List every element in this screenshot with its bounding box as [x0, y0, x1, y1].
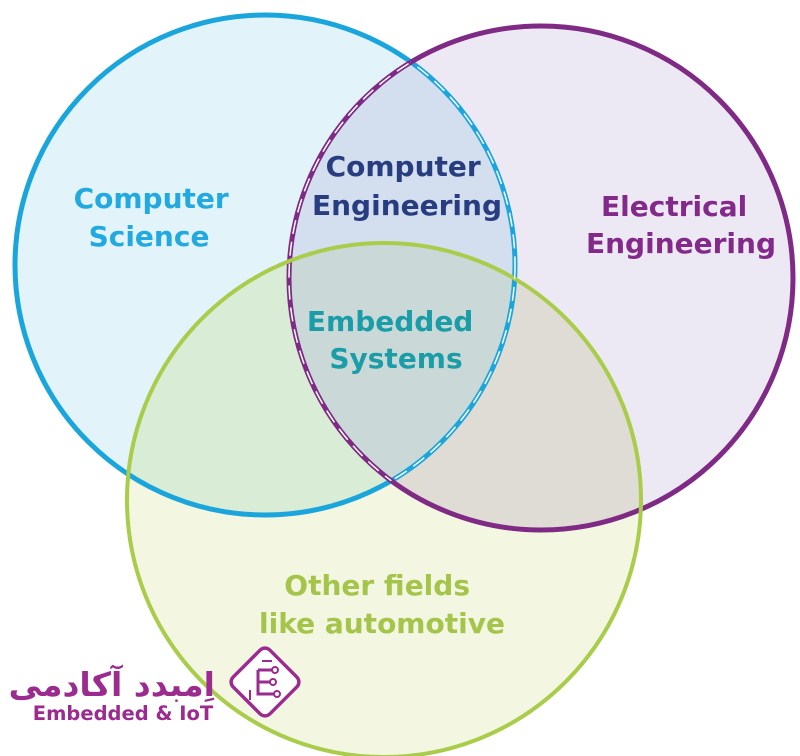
circle-labels: Computer Science Electrical Engineering …	[74, 150, 776, 640]
computer-science-label: Computer Science	[74, 182, 239, 253]
logo-subtitle-en: Embedded & IoT	[33, 702, 214, 725]
computer-engineering-label: Computer Engineering	[312, 150, 502, 222]
electrical-engineering-circle	[286, 23, 796, 533]
other-fields-circle	[125, 241, 643, 756]
other-fields-label: Other fields like automotive	[259, 569, 505, 640]
electrical-engineering-label: Electrical Engineering	[586, 190, 776, 260]
logo: اِمبدد آکادمی Embedded & IoT	[9, 646, 301, 725]
circle-outlines	[12, 12, 796, 756]
logo-title-fa: اِمبدد آکادمی	[9, 664, 215, 704]
embedded-systems-label: Embedded Systems	[307, 305, 483, 375]
circuit-e-icon	[229, 646, 301, 718]
